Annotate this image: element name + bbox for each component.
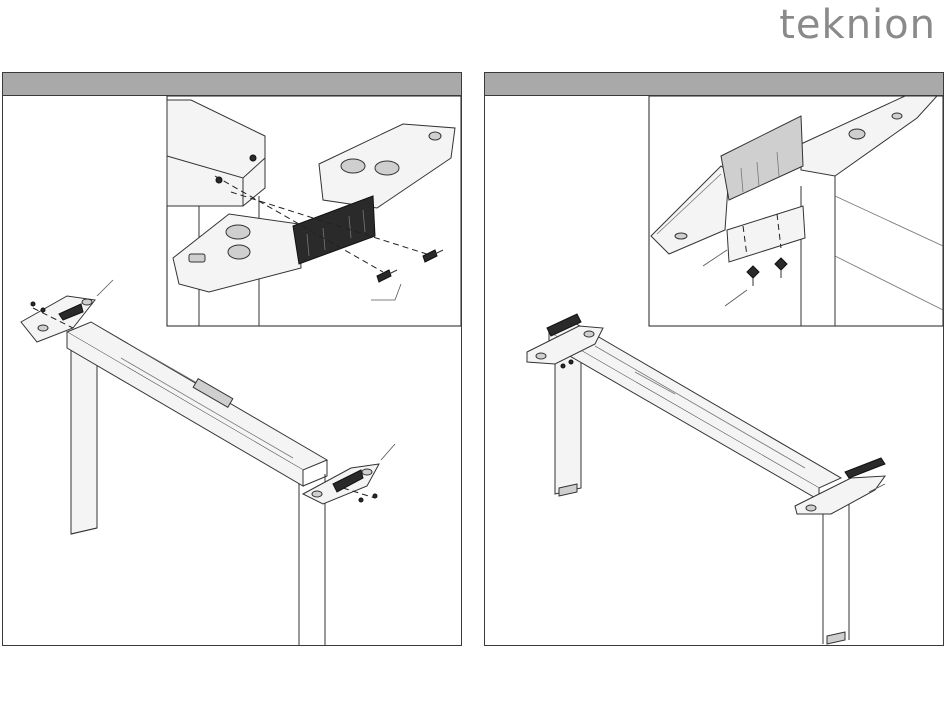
- panel-header-right: [485, 73, 943, 96]
- step-panel-right: [484, 72, 944, 646]
- teknion-logo: teknion: [779, 2, 936, 48]
- leg-left: [71, 346, 97, 534]
- step-panel-left: [2, 72, 462, 646]
- frame-beam: [67, 322, 327, 470]
- leg-left: [555, 346, 581, 494]
- bracket-install-illustration: [3, 96, 461, 645]
- bracket-attached-illustration: [485, 96, 943, 645]
- panel-header-left: [3, 73, 461, 96]
